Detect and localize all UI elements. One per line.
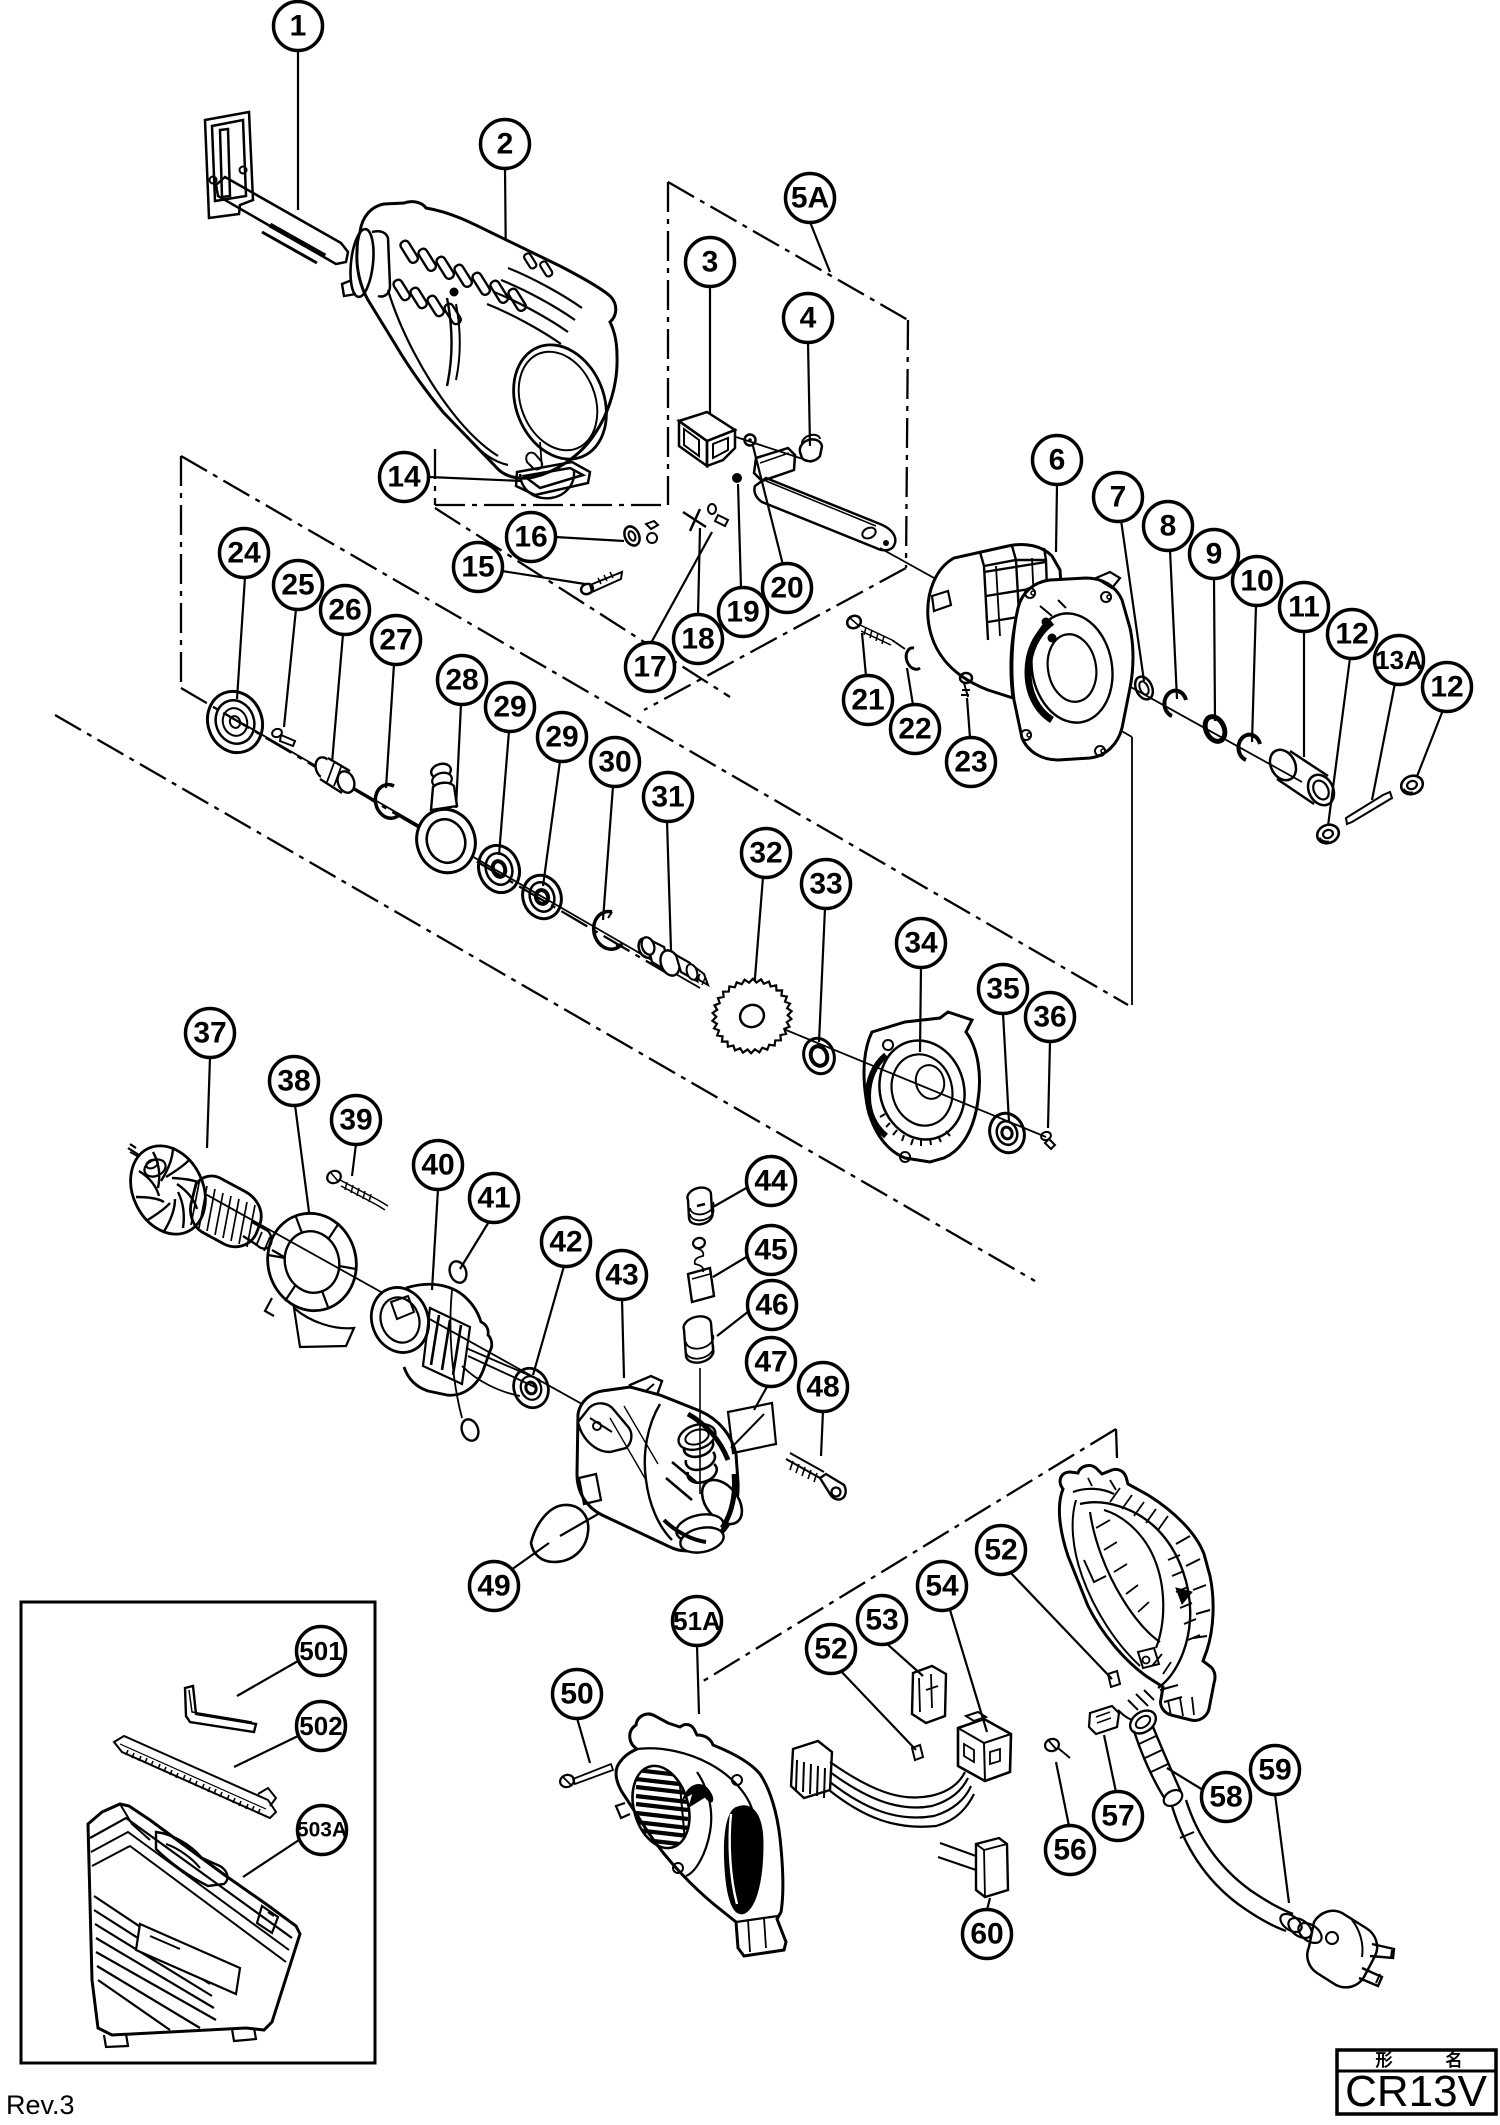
svg-text:3: 3: [702, 246, 719, 279]
svg-text:57: 57: [1101, 1800, 1134, 1833]
svg-text:25: 25: [281, 569, 314, 602]
svg-text:47: 47: [754, 1346, 787, 1379]
svg-text:5A: 5A: [791, 182, 829, 215]
svg-text:33: 33: [809, 868, 842, 901]
svg-text:20: 20: [770, 572, 803, 605]
svg-text:11: 11: [1288, 591, 1320, 624]
svg-text:28: 28: [445, 664, 478, 697]
svg-text:43: 43: [605, 1259, 638, 1292]
svg-text:32: 32: [749, 837, 782, 870]
svg-text:13A: 13A: [1375, 645, 1423, 675]
svg-text:15: 15: [461, 551, 494, 584]
svg-text:52: 52: [984, 1534, 1017, 1567]
svg-text:8: 8: [1160, 510, 1177, 543]
svg-text:38: 38: [277, 1065, 310, 1098]
svg-text:17: 17: [633, 651, 666, 684]
svg-text:54: 54: [925, 1570, 959, 1603]
svg-text:51A: 51A: [673, 1606, 721, 1636]
svg-text:10: 10: [1240, 565, 1273, 598]
svg-text:形: 形: [1376, 2050, 1393, 2070]
svg-text:49: 49: [477, 1570, 510, 1603]
svg-text:30: 30: [598, 746, 631, 779]
svg-text:2: 2: [497, 128, 514, 161]
svg-text:CR13V: CR13V: [1345, 2067, 1487, 2116]
svg-text:1: 1: [290, 10, 307, 43]
svg-text:36: 36: [1033, 1001, 1066, 1034]
svg-text:50: 50: [560, 1678, 593, 1711]
svg-text:42: 42: [549, 1226, 582, 1259]
svg-text:34: 34: [904, 927, 938, 960]
svg-text:26: 26: [328, 594, 361, 627]
svg-text:52: 52: [814, 1633, 847, 1666]
svg-text:44: 44: [754, 1165, 788, 1198]
svg-text:22: 22: [898, 713, 931, 746]
svg-text:4: 4: [800, 302, 817, 335]
svg-text:名: 名: [1446, 2050, 1463, 2070]
svg-text:29: 29: [545, 721, 578, 754]
svg-text:45: 45: [754, 1234, 787, 1267]
svg-text:6: 6: [1049, 444, 1066, 477]
svg-text:14: 14: [387, 461, 421, 494]
svg-text:40: 40: [421, 1149, 454, 1182]
svg-text:503A: 503A: [297, 1819, 347, 1842]
svg-text:12: 12: [1335, 618, 1368, 651]
svg-text:58: 58: [1209, 1781, 1242, 1814]
svg-text:27: 27: [379, 624, 412, 657]
svg-text:502: 502: [299, 1711, 342, 1741]
svg-text:31: 31: [651, 781, 684, 814]
svg-text:12: 12: [1430, 671, 1463, 704]
svg-text:24: 24: [227, 537, 261, 570]
svg-text:39: 39: [339, 1104, 372, 1137]
svg-text:59: 59: [1258, 1754, 1291, 1787]
svg-text:53: 53: [865, 1604, 898, 1637]
svg-text:60: 60: [970, 1918, 1003, 1951]
svg-text:9: 9: [1206, 538, 1223, 571]
svg-text:16: 16: [514, 521, 547, 554]
svg-text:46: 46: [755, 1289, 788, 1322]
svg-text:21: 21: [851, 684, 884, 717]
svg-text:35: 35: [986, 973, 1019, 1006]
svg-text:18: 18: [681, 623, 714, 656]
svg-text:56: 56: [1053, 1834, 1086, 1867]
svg-text:7: 7: [1110, 481, 1127, 514]
svg-text:41: 41: [477, 1182, 510, 1215]
svg-text:501: 501: [299, 1636, 342, 1666]
svg-text:Rev.3: Rev.3: [6, 2090, 75, 2120]
svg-text:48: 48: [806, 1371, 839, 1404]
svg-text:29: 29: [493, 691, 526, 724]
svg-text:19: 19: [726, 596, 759, 629]
svg-text:37: 37: [193, 1017, 226, 1050]
svg-text:23: 23: [954, 746, 987, 779]
